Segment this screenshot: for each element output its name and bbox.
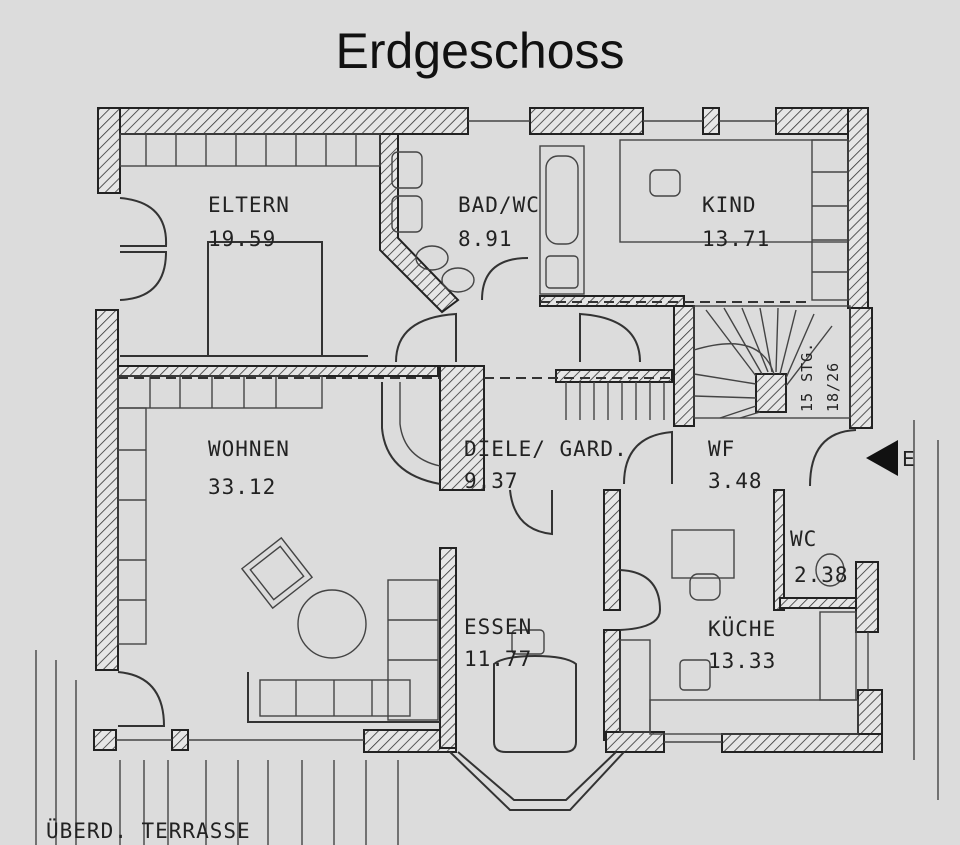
entrance-label: E xyxy=(902,447,915,471)
room-diele-area: 9.37 xyxy=(464,469,519,493)
room-eltern-area: 19.59 xyxy=(208,227,276,251)
doors xyxy=(117,197,857,727)
room-kueche-area: 13.33 xyxy=(708,649,776,673)
room-wc-area: 2.38 xyxy=(794,563,849,587)
room-wohnen-name: WOHNEN xyxy=(208,437,290,461)
room-kind-name: KIND xyxy=(702,193,757,217)
room-essen-area: 11.77 xyxy=(464,647,532,671)
room-eltern-name: ELTERN xyxy=(208,193,290,217)
room-wf-name: WF xyxy=(708,437,735,461)
room-kueche-name: KÜCHE xyxy=(708,616,776,641)
bay-window xyxy=(449,751,625,811)
room-wf-area: 3.48 xyxy=(708,469,763,493)
room-wc-name: WC xyxy=(790,527,817,551)
stairs-count-label: 15 STG. xyxy=(798,342,816,412)
stairs-size-label: 18/26 xyxy=(824,362,842,412)
furniture xyxy=(117,133,859,753)
room-bad-name: BAD/WC xyxy=(458,193,540,217)
room-kind-area: 13.71 xyxy=(702,227,770,251)
staircase xyxy=(693,305,851,419)
walls xyxy=(93,107,883,753)
room-essen-name: ESSEN xyxy=(464,615,532,639)
windows xyxy=(116,120,869,743)
terrace-hatching xyxy=(35,420,939,845)
entrance-arrow-icon xyxy=(866,440,898,476)
room-diele-name: DIELE/ GARD. xyxy=(464,437,628,461)
room-wohnen-area: 33.12 xyxy=(208,475,276,499)
room-labels: ELTERN 19.59 BAD/WC 8.91 KIND 13.71 WOHN… xyxy=(46,193,915,843)
plan-title: Erdgeschoss xyxy=(335,23,625,79)
terrace-label: ÜBERD. TERRASSE xyxy=(46,818,251,843)
room-bad-area: 8.91 xyxy=(458,227,513,251)
